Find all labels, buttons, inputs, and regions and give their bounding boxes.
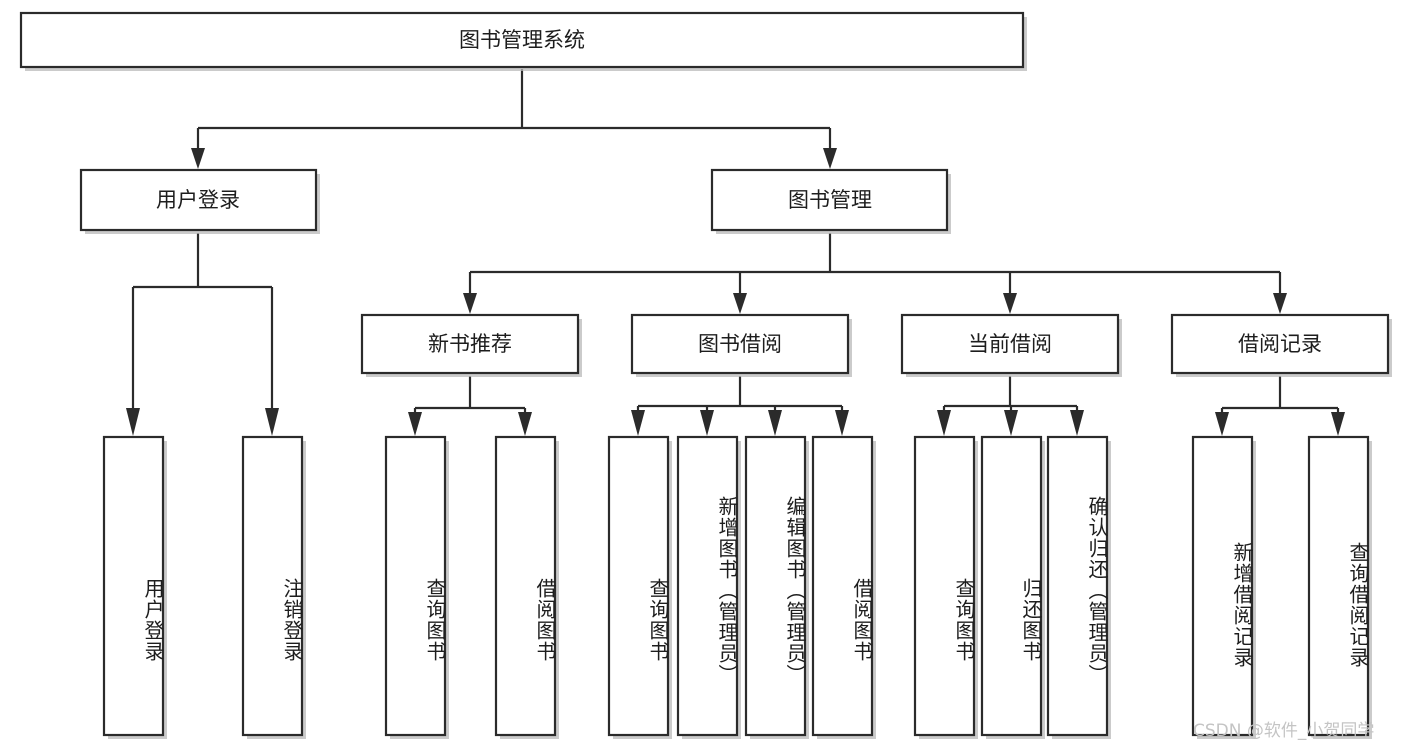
leaf-node-nb-query-book[interactable]	[384, 435, 449, 739]
node-borrow-record[interactable]: 借阅记录	[1170, 313, 1392, 377]
node-root[interactable]: 图书管理系统	[19, 11, 1027, 71]
arrowhead-bb-leaf1	[631, 410, 645, 436]
leaf-nb1-box	[384, 435, 447, 737]
leaf-node-bb-borrow-book[interactable]	[811, 435, 876, 739]
leaf-node-br-add-record[interactable]	[1191, 435, 1256, 739]
arrowhead-bb-leaf2	[700, 410, 714, 436]
arrowhead-book-manage	[823, 148, 837, 169]
arrowhead-bb-leaf3	[768, 410, 782, 436]
leaf-node-logout[interactable]	[241, 435, 306, 739]
leaf-cb2-box	[980, 435, 1043, 737]
node-book-borrow[interactable]: 图书借阅	[630, 313, 852, 377]
leaf-bb4-box	[811, 435, 874, 737]
leaf-node-bb-edit-book[interactable]	[744, 435, 809, 739]
node-new-book-recommend-box	[360, 313, 580, 375]
node-new-book-recommend-label: 新书推荐	[428, 332, 512, 356]
node-book-borrow-label: 图书借阅	[698, 332, 782, 356]
leaf-cb3-box	[1046, 435, 1109, 737]
arrowhead-cb-leaf2	[1004, 410, 1018, 436]
node-root-label: 图书管理系统	[459, 28, 585, 52]
arrowhead-borrowrecord	[1273, 293, 1287, 314]
node-book-manage-box	[710, 168, 949, 232]
node-user-login[interactable]: 用户登录	[79, 168, 320, 234]
node-borrow-record-label: 借阅记录	[1238, 332, 1322, 356]
arrowhead-leaf-user-login	[126, 408, 140, 436]
node-current-borrow-label: 当前借阅	[968, 332, 1052, 356]
arrowhead-cb-leaf1	[937, 410, 951, 436]
node-book-borrow-box	[630, 313, 850, 375]
arrowhead-nb-leaf1	[408, 412, 422, 436]
node-current-borrow[interactable]: 当前借阅	[900, 313, 1122, 377]
node-user-login-label: 用户登录	[156, 188, 240, 212]
arrowhead-nb-leaf2	[518, 412, 532, 436]
leaf-node-cb-return-book[interactable]	[980, 435, 1045, 739]
node-root-box	[19, 11, 1025, 69]
leaf-node-bb-query-book[interactable]	[607, 435, 672, 739]
arrowhead-currentborrow	[1003, 293, 1017, 314]
arrowhead-br-leaf2	[1331, 412, 1345, 436]
leaf-node-br-query-record[interactable]	[1307, 435, 1372, 739]
arrowhead-bookborrow	[733, 293, 747, 314]
arrowhead-br-leaf1	[1215, 412, 1229, 436]
leaf-node-cb-confirm-return[interactable]	[1046, 435, 1111, 739]
arrowhead-cb-leaf3	[1070, 410, 1084, 436]
arrowhead-user-login	[191, 148, 205, 169]
leaf-br1-box	[1191, 435, 1254, 737]
leaf-bb2-box	[676, 435, 739, 737]
leaf-nb2-box	[494, 435, 557, 737]
leaf-cb1-box	[913, 435, 976, 737]
arrowhead-leaf-logout	[265, 408, 279, 436]
node-user-login-box	[79, 168, 318, 232]
leaf-node-bb-add-book[interactable]	[676, 435, 741, 739]
node-book-manage-label: 图书管理	[788, 188, 872, 212]
leaf-user-login-box	[102, 435, 165, 737]
arrowhead-bb-leaf4	[835, 410, 849, 436]
arrowhead-newbook	[463, 293, 477, 314]
leaf-node-nb-borrow-book[interactable]	[494, 435, 559, 739]
leaf-logout-box	[241, 435, 304, 737]
node-book-manage[interactable]: 图书管理	[710, 168, 951, 234]
leaf-br2-box	[1307, 435, 1370, 737]
leaf-bb3-box	[744, 435, 807, 737]
connector-group	[126, 69, 1345, 436]
leaf-node-user-login[interactable]	[102, 435, 167, 739]
leaf-bb1-box	[607, 435, 670, 737]
node-borrow-record-box	[1170, 313, 1390, 375]
node-new-book-recommend[interactable]: 新书推荐	[360, 313, 582, 377]
leaf-node-cb-query-book[interactable]	[913, 435, 978, 739]
node-current-borrow-box	[900, 313, 1120, 375]
